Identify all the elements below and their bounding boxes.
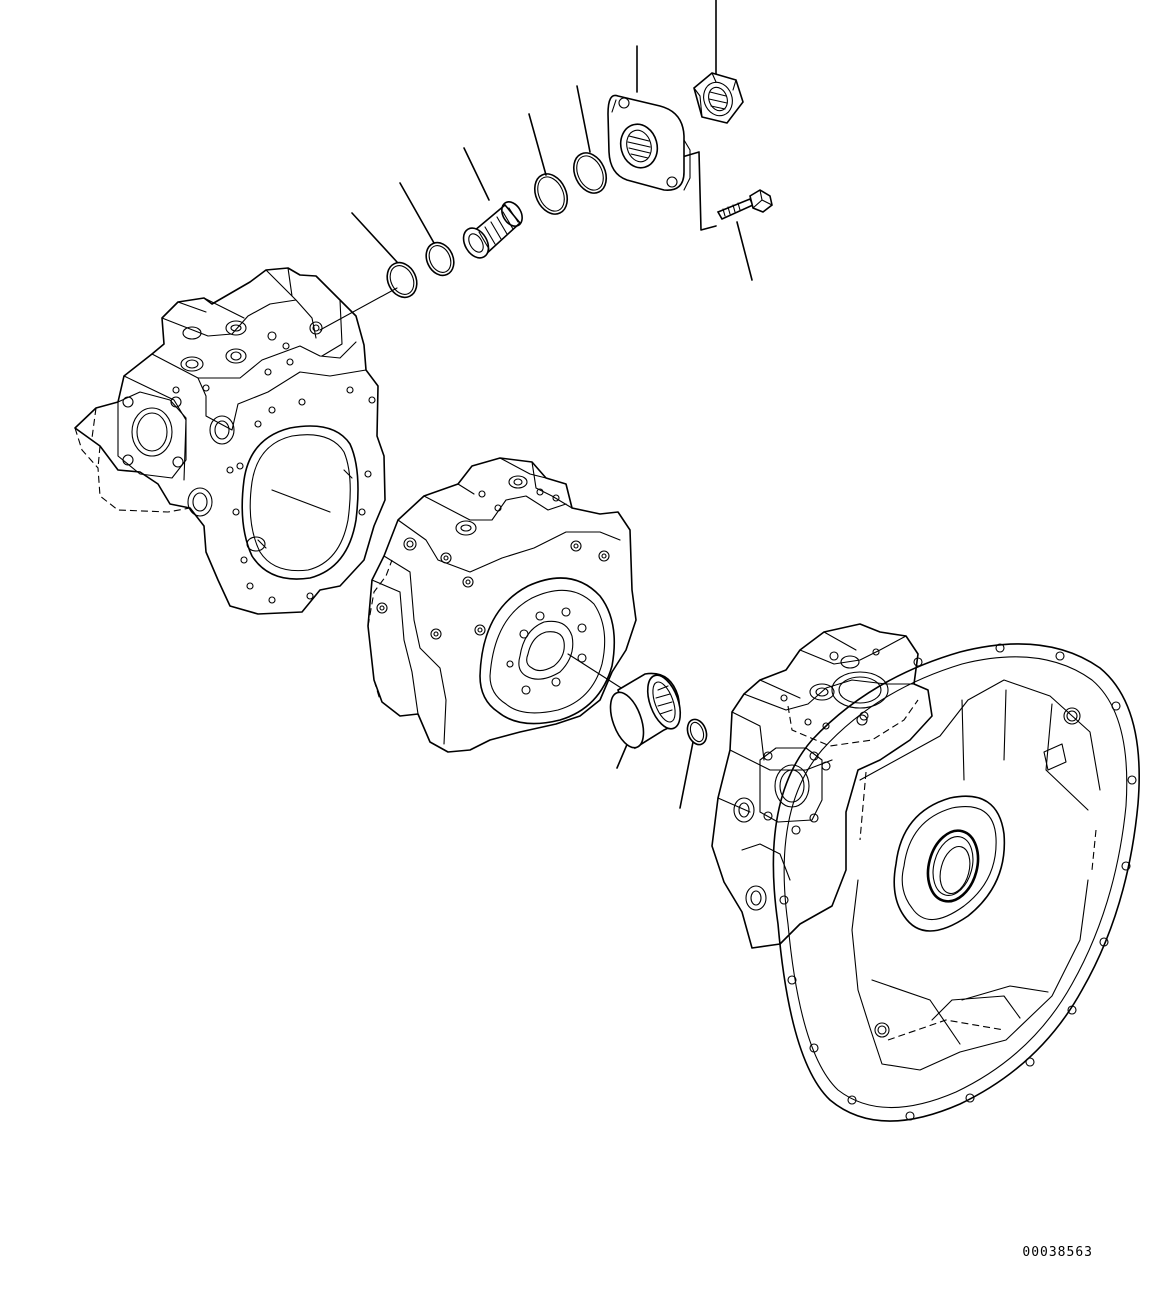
leader-line-nozzle <box>463 147 490 201</box>
coupling <box>609 672 682 750</box>
oring-3 <box>533 173 569 215</box>
hex-nut <box>693 72 744 124</box>
oring-2 <box>425 241 455 277</box>
flywheel-housing <box>711 623 1140 1122</box>
leader-line-snap-ring <box>679 741 694 809</box>
leader-line-oring-2 <box>399 182 435 244</box>
oring-1 <box>386 261 418 299</box>
axis-line-upper <box>319 287 398 331</box>
leader-line-bolt <box>736 221 753 281</box>
leader-line-flange-bolt <box>681 151 717 231</box>
leader-line-oring-1 <box>351 212 398 263</box>
nozzle-fitting <box>462 201 523 259</box>
leader-line-oring-3 <box>528 113 547 176</box>
drawing-number: 00038563 <box>1022 1245 1093 1260</box>
front-pump-body <box>367 457 637 753</box>
leader-lines <box>319 0 753 809</box>
snap-ring <box>686 718 708 746</box>
oring-4 <box>572 152 608 194</box>
flange-bolt <box>716 189 773 221</box>
leader-line-oring-4 <box>576 85 591 153</box>
flange <box>607 94 691 191</box>
rear-pump-body <box>74 267 386 615</box>
